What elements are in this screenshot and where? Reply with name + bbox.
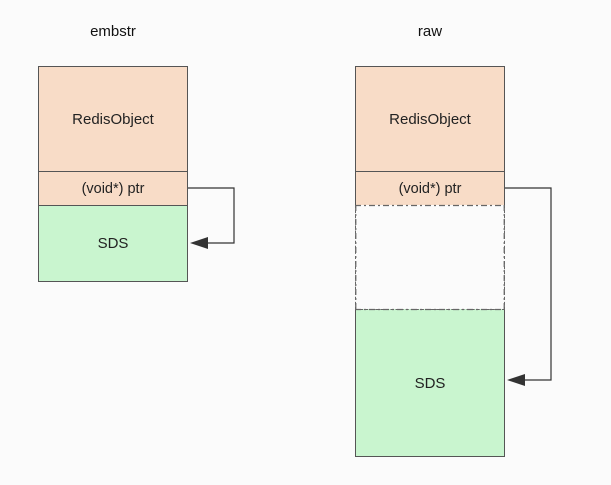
raw-redis-object-label: RedisObject <box>389 110 471 128</box>
raw-arrowhead-icon <box>507 374 525 386</box>
embstr-sds-block: SDS <box>38 205 188 282</box>
embstr-redis-object-block: RedisObject <box>38 66 188 172</box>
raw-redis-object-block: RedisObject <box>355 66 505 172</box>
embstr-ptr-label: (void*) ptr <box>81 180 145 197</box>
embstr-sds-label: SDS <box>97 235 129 252</box>
embstr-arrowhead-icon <box>190 237 208 249</box>
embstr-ptr-field: (void*) ptr <box>38 171 188 206</box>
embstr-title: embstr <box>90 23 136 40</box>
raw-ptr-field: (void*) ptr <box>355 171 505 206</box>
raw-sds-block: SDS <box>355 309 505 457</box>
raw-pointer-arrow <box>505 187 552 381</box>
raw-sds-label: SDS <box>414 374 446 392</box>
embstr-redis-object-label: RedisObject <box>72 110 154 128</box>
embstr-pointer-arrow <box>188 187 235 244</box>
raw-title: raw <box>417 23 443 40</box>
raw-ptr-label: (void*) ptr <box>398 180 462 197</box>
